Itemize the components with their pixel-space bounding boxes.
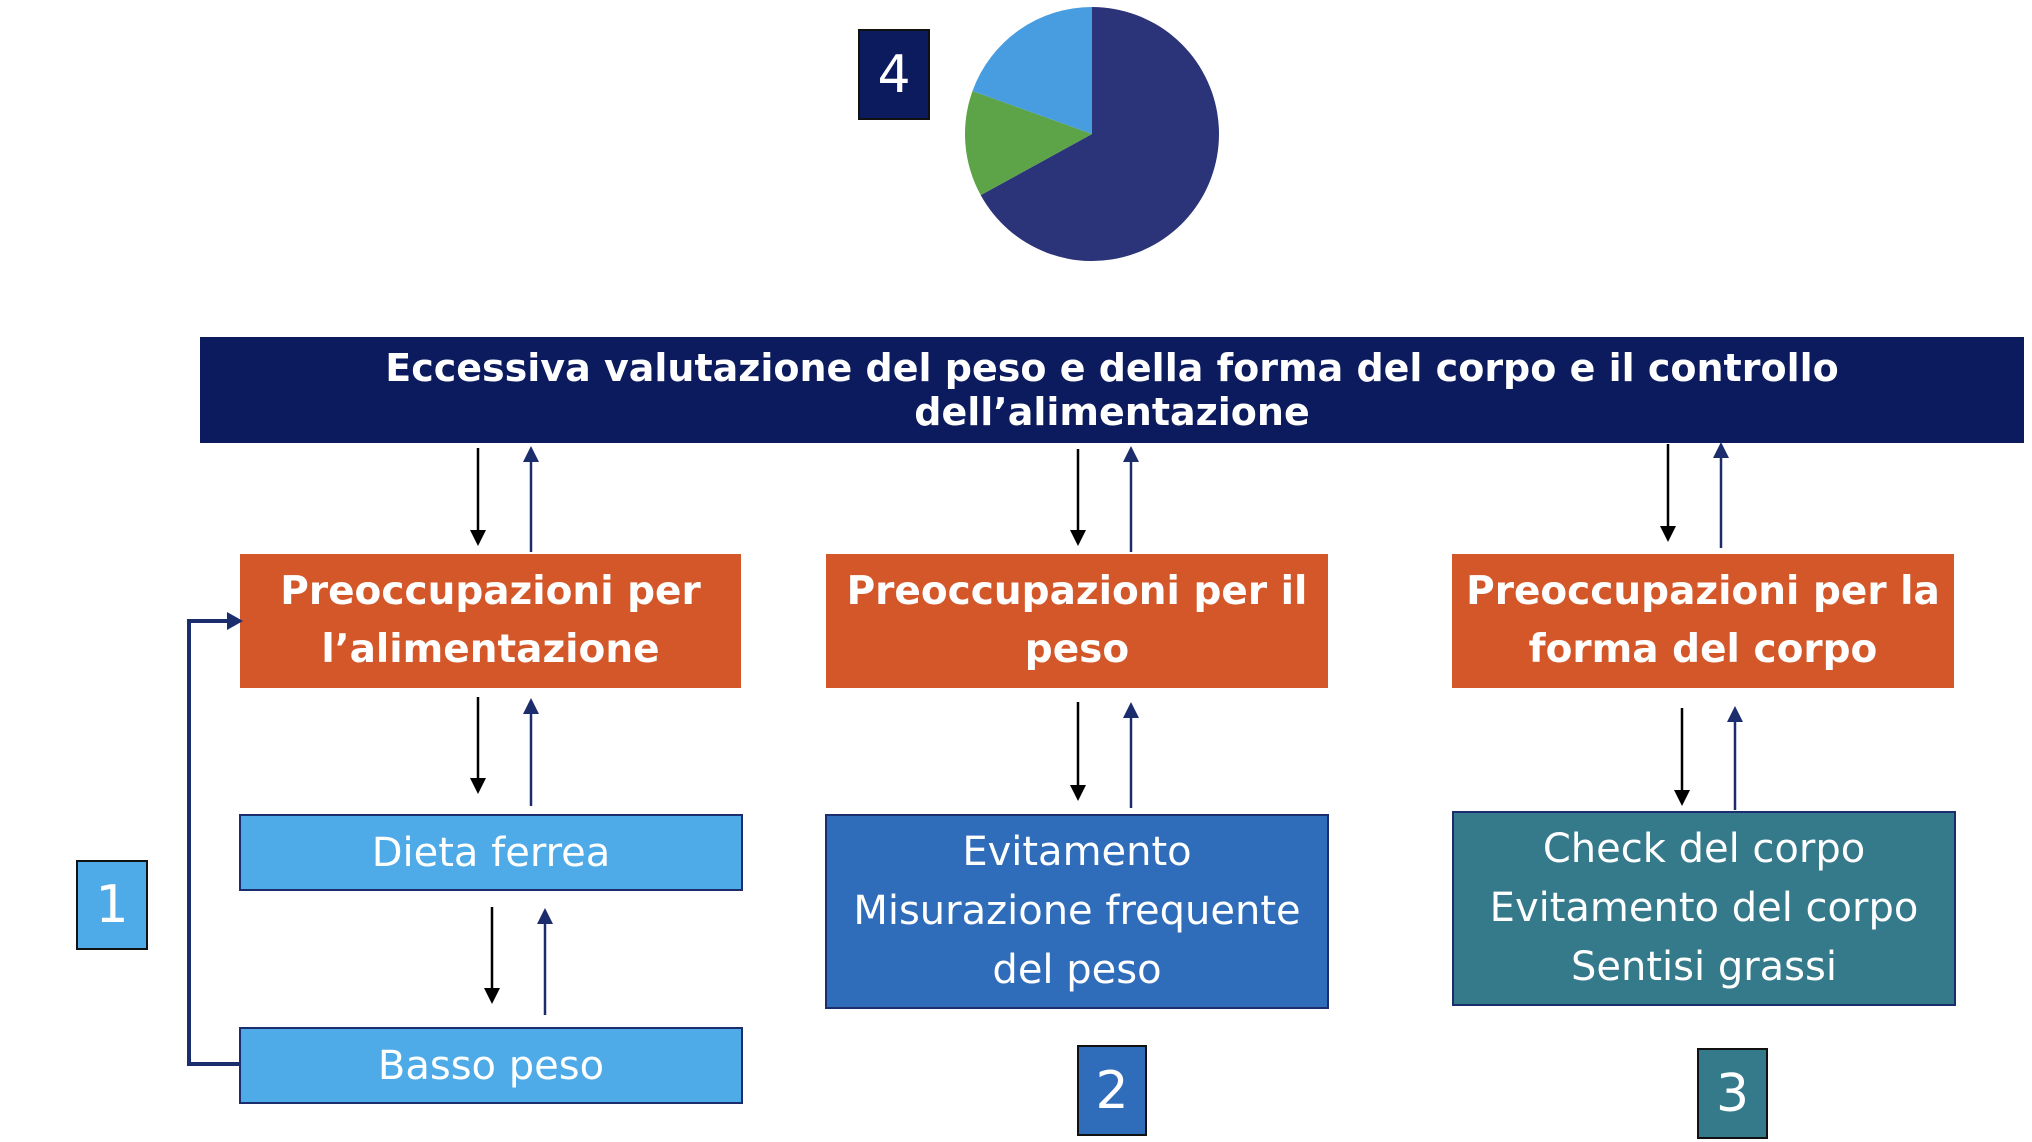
- concern-shape: Preoccupazioni per la forma del corpo: [1452, 554, 1954, 688]
- pie-slice-2: [965, 90, 1092, 196]
- badge-four: 4: [858, 29, 930, 120]
- badge-one: 1: [76, 860, 148, 950]
- concern-eating: Preoccupazioni per l’alimentazione: [240, 554, 741, 688]
- badge-three: 3: [1697, 1048, 1768, 1139]
- behavior-avoidance-weighing: Evitamento Misurazione frequente del pes…: [825, 814, 1329, 1009]
- behavior-low-weight: Basso peso: [239, 1027, 743, 1104]
- header-banner: Eccessiva valutazione del peso e della f…: [200, 337, 2024, 443]
- behavior-body-checking: Check del corpo Evitamento del corpo Sen…: [1452, 811, 1956, 1006]
- arrow-pair-col3-top: [1660, 442, 1729, 548]
- arrow-pair-col3-bottom: [1674, 706, 1743, 810]
- header-text: Eccessiva valutazione del peso e della f…: [385, 346, 1839, 434]
- pie-slice-3: [972, 7, 1092, 134]
- arrow-pair-col2-top: [1070, 446, 1139, 552]
- pie-slice-1: [980, 7, 1219, 261]
- arrow-pair-col1-top: [470, 446, 539, 552]
- arrow-pair-col2-bottom: [1070, 702, 1139, 808]
- arrow-pair-col1-mid: [470, 697, 539, 806]
- behavior-strict-diet: Dieta ferrea: [239, 814, 743, 891]
- badge-two: 2: [1077, 1045, 1147, 1136]
- concern-weight: Preoccupazioni per il peso: [826, 554, 1328, 688]
- feedback-loop-arrow: [187, 612, 243, 1066]
- arrow-pair-col1-bottom: [484, 907, 553, 1015]
